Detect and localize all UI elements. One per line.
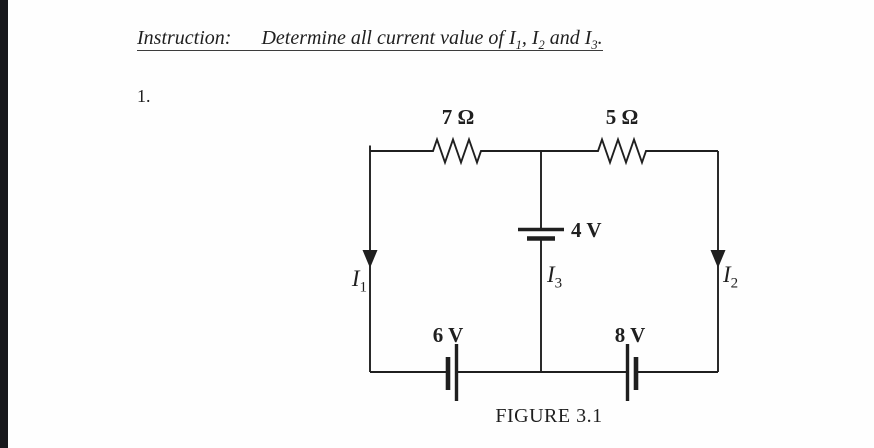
battery-label-6v: 6 V <box>432 323 464 347</box>
wire-top-with-resistors <box>370 136 718 166</box>
scan-edge-bar <box>0 0 8 448</box>
current-label-i3: I3 <box>547 262 563 292</box>
current-arrow-i2 <box>710 250 726 268</box>
figure-caption: FIGURE 3.1 <box>495 405 603 427</box>
resistor-label-5ohm: 5 Ω <box>605 105 639 129</box>
battery-label-8v: 8 V <box>614 323 646 347</box>
current-label-i1: I1 <box>351 266 367 296</box>
current-arrow-i1 <box>362 250 378 268</box>
problem-number: 1. <box>137 86 151 106</box>
instruction-line: Instruction: Determine all current value … <box>137 26 603 51</box>
instruction-sentence: Determine all current value of I1, I2 an… <box>261 27 603 52</box>
instruction-label: Instruction: <box>137 27 232 49</box>
current-label-i2: I2 <box>723 262 739 292</box>
battery-label-4v: 4 V <box>571 218 602 242</box>
resistor-label-7ohm: 7 Ω <box>441 105 475 129</box>
